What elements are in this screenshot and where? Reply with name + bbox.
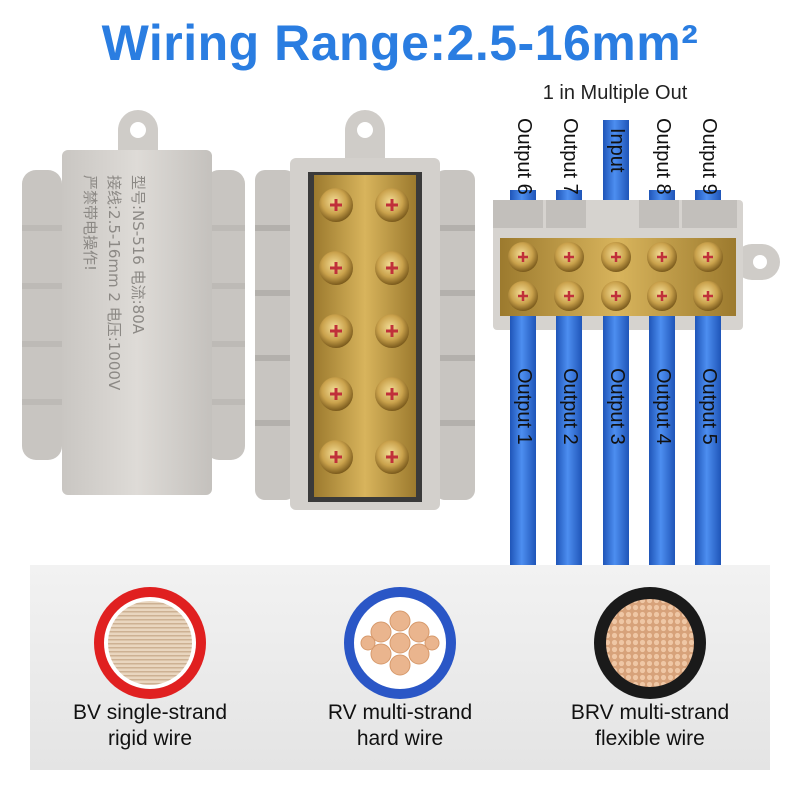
wire-type-rv-line1: RV multi-strand — [327, 701, 473, 724]
block-text-line2: 接线:2.5-16mm 2 电压:1000V — [105, 175, 123, 391]
closed-terminal-block — [22, 110, 245, 495]
wire-label-output-6: Output 6 — [513, 118, 535, 195]
wire-label-output-8: Output 8 — [652, 118, 674, 195]
wire-label-output-1: Output 1 — [513, 368, 535, 445]
wired-terminal-block — [493, 120, 780, 586]
wire-type-brv-line2: flexible wire — [595, 727, 705, 750]
single-strand-wire-icon — [94, 587, 206, 699]
block-text-line1: 型号:NS-516 电流:80A — [129, 175, 147, 335]
wire-label-output-5: Output 5 — [698, 368, 720, 445]
open-terminal-block — [255, 110, 475, 510]
wire-type-brv-line1: BRV multi-strand — [570, 701, 730, 724]
wire-label-output-7: Output 7 — [559, 118, 581, 195]
flexible-wire-icon — [594, 587, 706, 699]
wire-types-panel: BV single-strand rigid wire RV multi-str… — [30, 565, 770, 770]
multi-strand-wire-icon — [344, 587, 456, 699]
block-printed-text: 型号:NS-516 电流:80A 接线:2.5-16mm 2 电压:1000V … — [78, 175, 150, 390]
wire-type-bv-line1: BV single-strand — [72, 701, 228, 724]
wire-label-output-2: Output 2 — [559, 368, 581, 445]
wire-label-input: Input — [606, 128, 628, 173]
page-title: Wiring Range:2.5-16mm² — [101, 15, 699, 71]
wire-label-output-4: Output 4 — [652, 368, 674, 445]
wire-type-rv-line2: hard wire — [356, 727, 444, 750]
wire-type-bv-line2: rigid wire — [107, 727, 193, 750]
block-text-line3: 严禁带电操作! — [81, 175, 99, 272]
wire-label-output-9: Output 9 — [698, 118, 720, 195]
wire-label-output-3: Output 3 — [606, 368, 628, 445]
wiring-subtitle: 1 in Multiple Out — [542, 82, 688, 104]
